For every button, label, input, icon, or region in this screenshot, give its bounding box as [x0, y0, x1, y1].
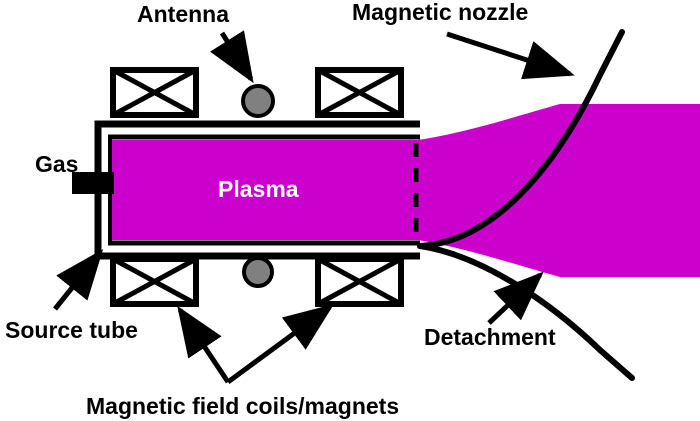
- magnetic-field-coils: [110, 67, 404, 307]
- source-tube-leader-arrow: [53, 249, 104, 311]
- label-magnetic-field-coils: Magnetic field coils/magnets: [86, 393, 399, 419]
- coils-leader-arrow-left: [177, 305, 231, 384]
- antenna-electrode-bottom: [242, 256, 274, 288]
- coil-bottom-left: [110, 256, 199, 307]
- antenna-electrode-top: [241, 84, 275, 118]
- coil-bottom-right: [315, 256, 404, 307]
- label-antenna: Antenna: [137, 1, 229, 27]
- gas-inlet-port: [72, 172, 114, 194]
- detachment-leader-arrow: [487, 271, 544, 325]
- coils-leader-arrow-right: [226, 304, 335, 385]
- plasma-inside-tube: [110, 140, 420, 240]
- label-magnetic-nozzle: Magnetic nozzle: [352, 0, 528, 25]
- coil-top-right: [315, 67, 404, 118]
- label-gas: Gas: [35, 151, 78, 177]
- label-plasma: Plasma: [218, 176, 299, 202]
- label-source-tube: Source tube: [5, 317, 138, 343]
- magnetic-nozzle-leader-arrow: [446, 31, 575, 80]
- magnetic-field-line-upper: [417, 29, 625, 249]
- plasma-plume: [418, 104, 700, 277]
- coil-top-left: [110, 67, 199, 118]
- plasma-region: [110, 104, 700, 277]
- label-detachment: Detachment: [424, 324, 556, 350]
- antenna-leader-arrow: [210, 30, 254, 84]
